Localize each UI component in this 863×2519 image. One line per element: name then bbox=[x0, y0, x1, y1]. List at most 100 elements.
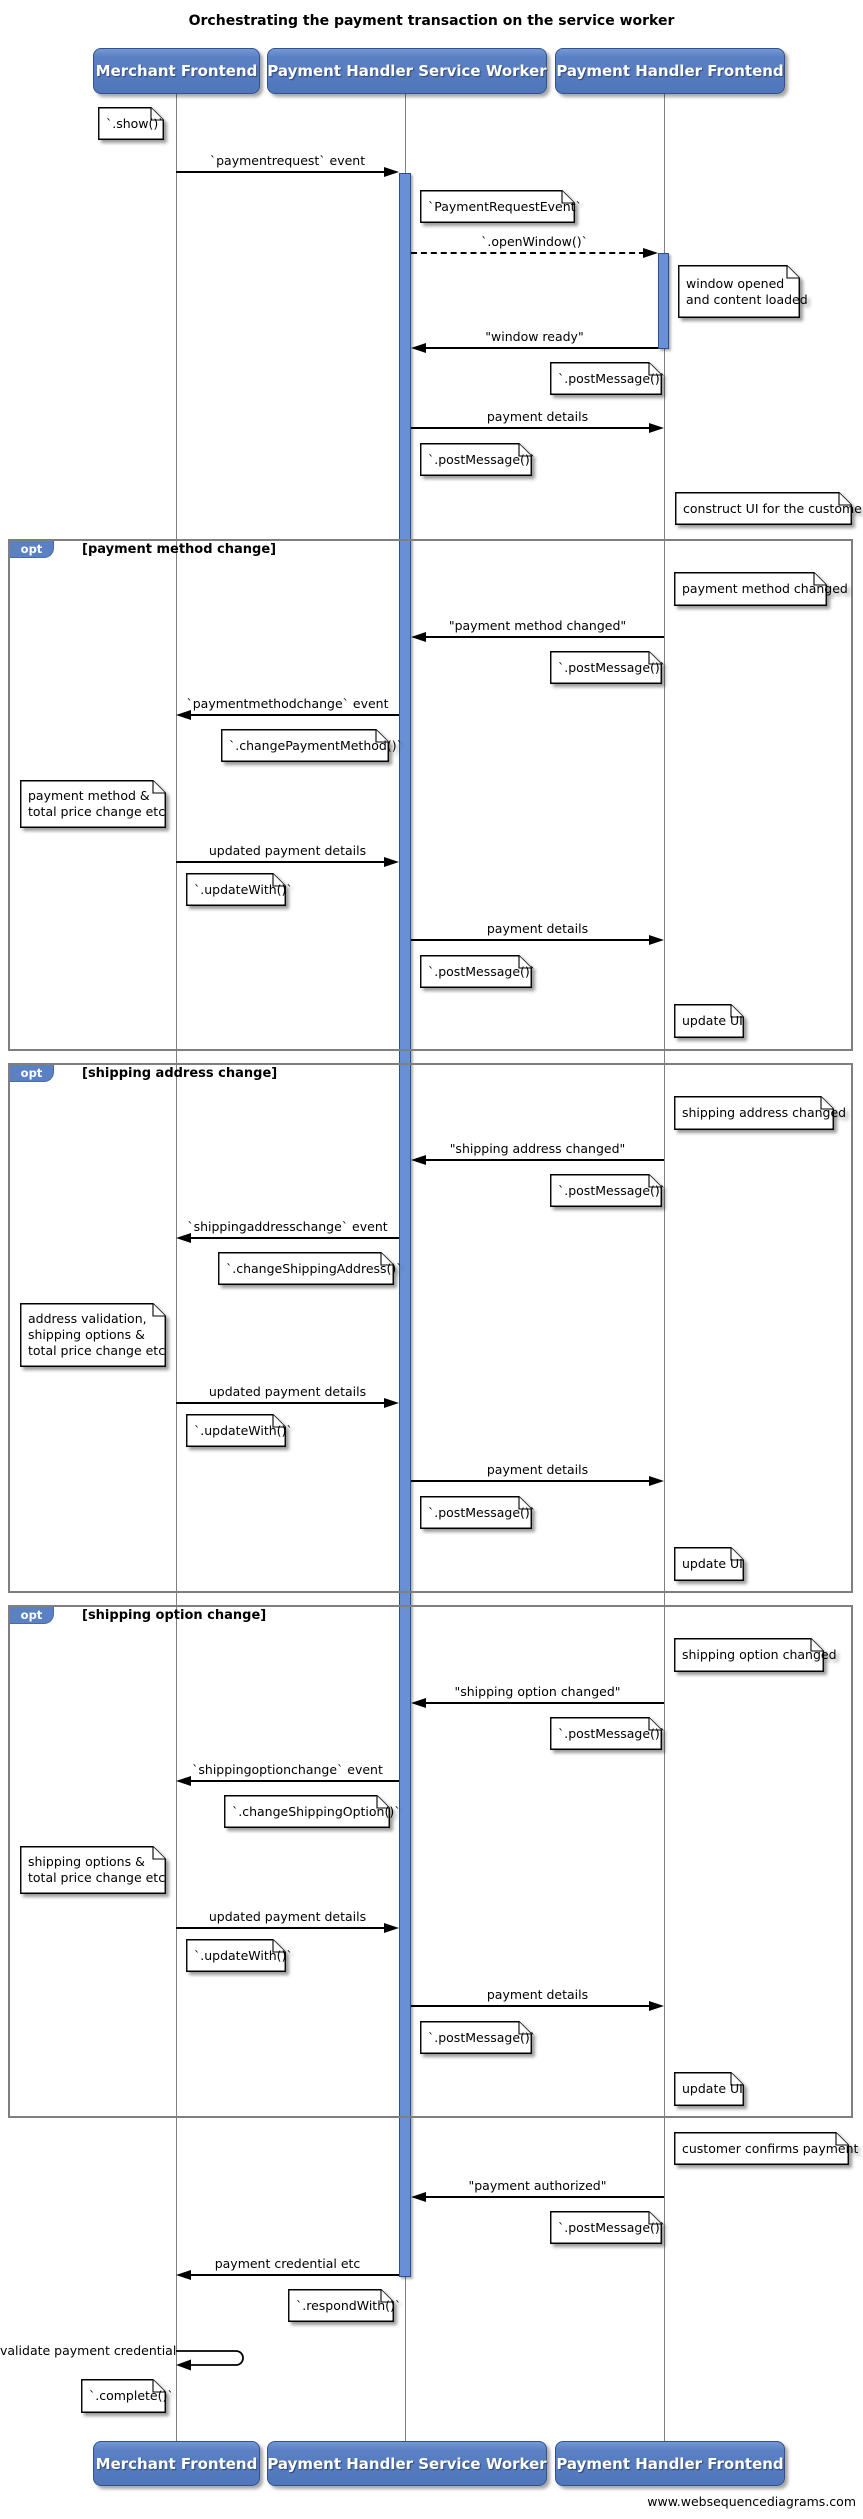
payment-authorized-arrow-head bbox=[411, 2191, 426, 2202]
payment-handler-service-worker-label: Payment Handler Service Worker bbox=[267, 62, 547, 80]
postmessage-note-7-text: `.postMessage()` bbox=[558, 1725, 667, 1741]
payment-details-arrow-1-label: payment details bbox=[486, 409, 589, 424]
window-ready-arrow bbox=[424, 347, 658, 349]
payment-authorized-arrow bbox=[424, 2196, 664, 2198]
note-shape bbox=[186, 1939, 286, 1972]
note-shape bbox=[550, 1174, 662, 1207]
payment-details-arrow-4-head bbox=[649, 2000, 664, 2011]
shipping-address-changed-arrow-head bbox=[411, 1154, 426, 1165]
opt-payment-method-change-condition: [payment method change] bbox=[82, 542, 277, 557]
payment-method-changed-note: payment method changed bbox=[674, 572, 848, 606]
validate-payment-credential-selfcall bbox=[176, 2343, 253, 2381]
websequencediagrams-watermark: www.websequencediagrams.com bbox=[647, 2494, 856, 2509]
paymentrequestevent-note-text: `PaymentRequestEvent` bbox=[428, 198, 582, 214]
opt-shipping-address-change bbox=[8, 1063, 853, 1593]
postmessage-note-1: `.postMessage()` bbox=[550, 362, 667, 395]
payment-credential-arrow-label: payment credential etc bbox=[214, 2256, 361, 2271]
merchant-frontend-label: Merchant Frontend bbox=[95, 62, 258, 80]
payment-details-arrow-3-head bbox=[649, 1475, 664, 1486]
shipping-option-changed-arrow-label: "shipping option changed" bbox=[454, 1684, 621, 1699]
openwindow-arrow-label: `.openWindow()` bbox=[481, 234, 588, 249]
respondwith-note: `.respondWith()` bbox=[288, 2289, 402, 2322]
updated-payment-details-arrow-1-head bbox=[384, 856, 399, 867]
changeshippingoption-note: `.changeShippingOption()` bbox=[224, 1795, 401, 1828]
frontend-activation bbox=[658, 253, 669, 349]
updated-payment-details-arrow-1-label: updated payment details bbox=[208, 843, 367, 858]
opt-shipping-option-change bbox=[8, 1605, 853, 2118]
opt-shipping-address-change-condition: [shipping address change] bbox=[82, 1066, 278, 1081]
note-shape bbox=[674, 2132, 849, 2165]
note-shape bbox=[674, 1638, 824, 1672]
payment-details-arrow-1 bbox=[411, 427, 651, 429]
note-shape bbox=[674, 2072, 744, 2106]
postmessage-note-4: `.postMessage()` bbox=[420, 955, 536, 988]
customer-confirms-note-text: customer confirms payment bbox=[682, 2140, 859, 2156]
updatewith-note-2-text: `.updateWith()` bbox=[194, 1422, 293, 1438]
note-shape bbox=[674, 1096, 834, 1130]
payment-method-changed-arrow-label: "payment method changed" bbox=[448, 618, 627, 633]
paymentmethodchange-event-arrow-head bbox=[176, 709, 191, 720]
note-shape bbox=[550, 362, 662, 395]
construct-ui-note-text: construct UI for the customer bbox=[683, 500, 863, 516]
note-shape bbox=[288, 2289, 394, 2322]
openwindow-arrow bbox=[411, 252, 645, 254]
updatewith-note-2: `.updateWith()` bbox=[186, 1414, 293, 1447]
note-shape bbox=[675, 492, 852, 525]
postmessage-note-1-text: `.postMessage()` bbox=[558, 370, 667, 386]
updatewith-note-3-text: `.updateWith()` bbox=[194, 1947, 293, 1963]
payment-handler-service-worker-bottom-box: Payment Handler Service Worker bbox=[267, 2441, 547, 2486]
construct-ui-note: construct UI for the customer bbox=[675, 492, 863, 525]
shipping-address-changed-note: shipping address changed bbox=[674, 1096, 847, 1130]
opt-shipping-option-change-label: opt bbox=[10, 1607, 54, 1624]
note-shape bbox=[20, 1303, 166, 1367]
window-ready-arrow-head bbox=[411, 342, 426, 353]
payment-method-changed-note-text: payment method changed bbox=[682, 581, 848, 596]
paymentrequest-event-arrow-head bbox=[384, 166, 399, 177]
note-shape bbox=[98, 107, 164, 140]
note-shape bbox=[674, 1004, 744, 1038]
update-ui-note-2-text: update UI bbox=[682, 1556, 743, 1571]
updatewith-note-1: `.updateWith()` bbox=[186, 873, 293, 906]
changepaymentmethod-note-text: `.changePaymentMethod()` bbox=[229, 737, 403, 753]
note-shape bbox=[186, 1414, 286, 1447]
opt-payment-method-change-label: opt bbox=[10, 541, 54, 558]
shipping-address-changed-note-text: shipping address changed bbox=[682, 1105, 847, 1120]
show-note-text: `.show()` bbox=[106, 115, 165, 131]
opt-payment-method-change bbox=[8, 539, 853, 1051]
show-note: `.show()` bbox=[98, 107, 165, 140]
shippingaddresschange-event-arrow-label: `shippingaddresschange` event bbox=[187, 1219, 388, 1234]
service-worker-activation bbox=[399, 173, 411, 2277]
respondwith-note-text: `.respondWith()` bbox=[296, 2297, 402, 2313]
opt-shipping-address-change-label: opt bbox=[10, 1065, 54, 1082]
postmessage-note-8-text: `.postMessage()` bbox=[428, 2029, 537, 2045]
merchant-frontend-label: Merchant Frontend bbox=[95, 2454, 258, 2473]
updatewith-note-1-text: `.updateWith()` bbox=[194, 881, 293, 897]
note-shape bbox=[420, 443, 532, 476]
note-shape bbox=[550, 1717, 662, 1750]
shippingaddresschange-event-arrow-head bbox=[176, 1232, 191, 1243]
payment-method-change-note-text: payment method &total price change etc bbox=[28, 788, 166, 819]
shipping-address-changed-arrow bbox=[424, 1159, 664, 1161]
payment-method-changed-arrow bbox=[424, 636, 664, 638]
address-validation-note: address validation,shipping options &tot… bbox=[20, 1303, 166, 1367]
changeshippingoption-note-text: `.changeShippingOption()` bbox=[232, 1803, 401, 1819]
merchant-frontend-bottom-box: Merchant Frontend bbox=[93, 2441, 260, 2486]
validate-payment-credential-selfcall-label: validate payment credential bbox=[0, 2343, 177, 2358]
postmessage-note-7: `.postMessage()` bbox=[550, 1717, 667, 1750]
changeshippingaddress-note-text: `.changeShippingAddress()` bbox=[226, 1260, 403, 1276]
payment-details-arrow-2-label: payment details bbox=[486, 921, 589, 936]
shipping-option-changed-arrow bbox=[424, 1702, 664, 1704]
shippingoptionchange-event-arrow-label: `shippingoptionchange` event bbox=[192, 1762, 383, 1777]
shipping-option-changed-arrow-head bbox=[411, 1697, 426, 1708]
postmessage-note-9: `.postMessage()` bbox=[550, 2211, 666, 2244]
postmessage-note-8: `.postMessage()` bbox=[420, 2021, 537, 2054]
note-shape bbox=[224, 1795, 390, 1828]
payment-handler-frontend-lifeline bbox=[663, 92, 665, 2441]
payment-handler-service-worker-label: Payment Handler Service Worker bbox=[267, 2454, 547, 2473]
note-shape bbox=[20, 780, 166, 828]
postmessage-note-3-text: `.postMessage()` bbox=[558, 659, 667, 675]
window-ready-arrow-label: "window ready" bbox=[485, 329, 584, 344]
note-shape bbox=[420, 190, 575, 223]
note-shape bbox=[674, 572, 827, 606]
